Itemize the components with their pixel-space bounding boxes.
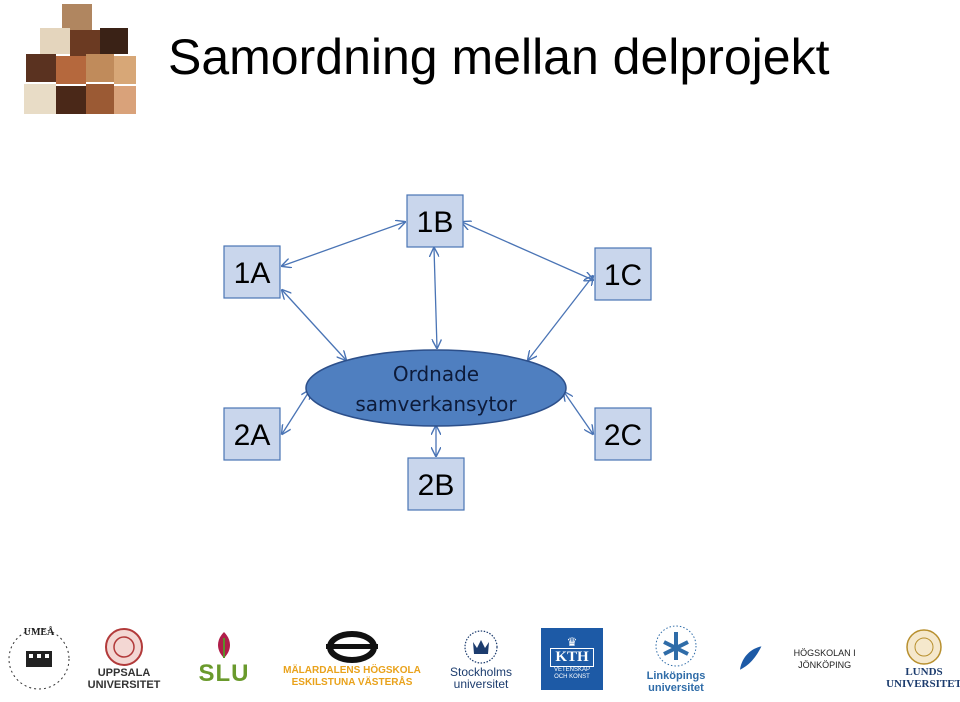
logo-lund: LUNDS UNIVERSITET (886, 615, 960, 702)
arrow-2c-center (564, 392, 593, 434)
node-1a: 1A (223, 245, 281, 299)
arrow-1b-center (434, 248, 437, 348)
kth-badge: ♛ KTH VETENSKAP OCH KONST (541, 627, 603, 690)
kth-text: KTH (550, 648, 594, 667)
arrow-1a-center (282, 290, 346, 360)
logo-stockholm: Stockholms universitet (438, 615, 524, 702)
node-1c-label: 1C (604, 259, 642, 292)
lund-text: LUNDS UNIVERSITET (886, 665, 960, 690)
node-1b-label: 1B (417, 206, 454, 239)
node-2c-label: 2C (604, 419, 642, 452)
logo-linkoping: Linköpings universitet (618, 615, 734, 702)
center-label-line2: samverkansytor (355, 392, 517, 416)
node-2c: 2C (594, 407, 652, 461)
slu-text: SLU (198, 659, 250, 687)
arrow-1c-center (528, 276, 593, 360)
lund-seal-icon (906, 628, 942, 665)
logo-slu: SLU (192, 615, 256, 702)
university-logos: UMEÅ UPPSALA UNIVERSITET SLU MÄLARDALENS… (0, 615, 960, 702)
logo-jonkoping: HÖGSKOLAN I JÖNKÖPING (738, 615, 882, 702)
node-2b: 2B (407, 457, 465, 511)
stockholm-text: Stockholms universitet (449, 664, 513, 691)
uppsala-seal-icon (105, 627, 143, 666)
center-label-line1: Ordnade (393, 362, 479, 386)
center-ellipse: Ordnade samverkansytor (305, 349, 567, 427)
wooden-blocks-image (24, 4, 136, 114)
svg-text:UMEÅ: UMEÅ (24, 626, 55, 638)
node-2a-label: 2A (234, 419, 271, 452)
linkoping-emblem-icon (655, 625, 697, 666)
malardalen-emblem-icon (326, 630, 378, 663)
arrow-1b-1c (462, 222, 593, 280)
slide-title: Samordning mellan delprojekt (168, 29, 830, 85)
stockholm-crown-icon (464, 629, 498, 664)
jonkoping-leaf-icon (739, 645, 762, 670)
node-1b: 1B (406, 194, 464, 248)
kth-sub-text: VETENSKAP OCH KONST (553, 667, 590, 680)
uppsala-text: UPPSALA UNIVERSITET (87, 666, 161, 691)
arrow-1a-1b (282, 222, 405, 266)
arrow-2a-center (282, 390, 310, 434)
logo-umea: UMEÅ (4, 615, 74, 702)
linkoping-text: Linköpings universitet (646, 669, 706, 694)
logo-uppsala: UPPSALA UNIVERSITET (88, 615, 160, 702)
umea-seal-icon: UMEÅ (8, 626, 70, 689)
node-2b-label: 2B (418, 469, 455, 502)
node-1c: 1C (594, 247, 652, 301)
slu-leaf-icon (218, 631, 230, 658)
node-2a: 2A (223, 407, 281, 461)
logo-kth: ♛ KTH VETENSKAP OCH KONST (539, 615, 605, 702)
malardalen-text: MÄLARDALENS HÖGSKOLA ESKILSTUNA VÄSTERÅS (283, 664, 421, 688)
kth-crown-icon: ♛ (566, 635, 578, 649)
connector-arrows (282, 222, 593, 456)
node-1a-label: 1A (234, 257, 271, 290)
jonkoping-text: HÖGSKOLAN I JÖNKÖPING (793, 647, 856, 670)
logo-malardalen: MÄLARDALENS HÖGSKOLA ESKILSTUNA VÄSTERÅS (282, 615, 422, 702)
